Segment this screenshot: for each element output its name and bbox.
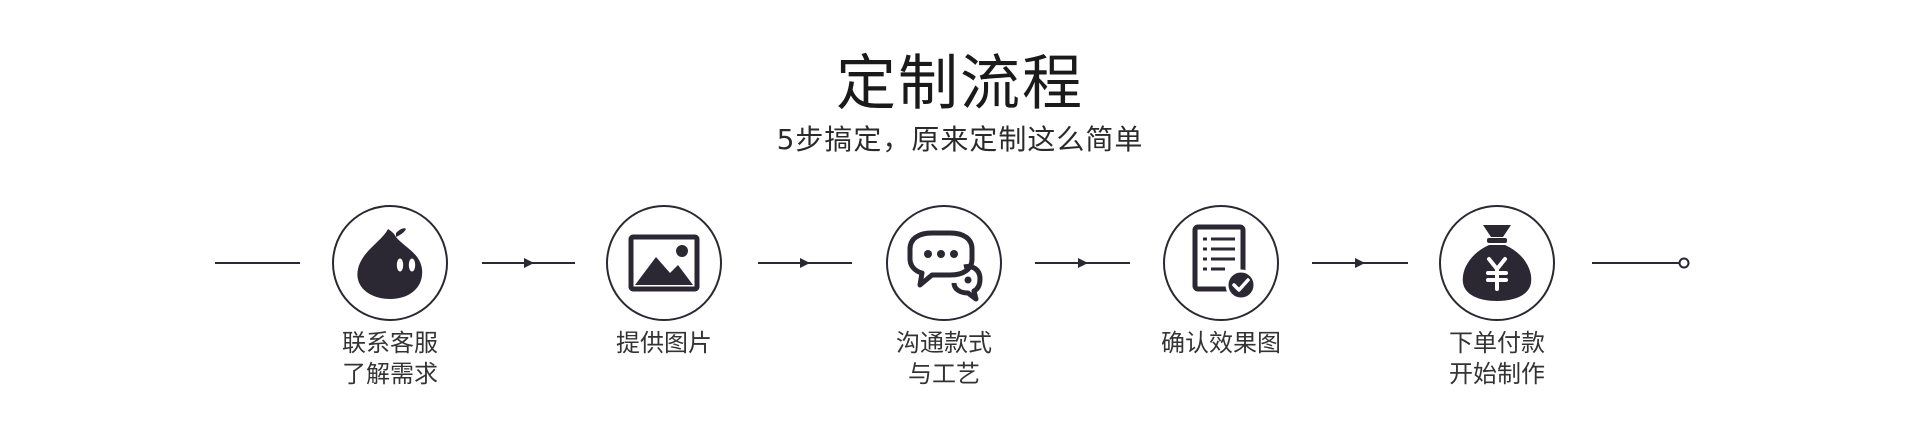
step-5-icon-circle (1439, 205, 1555, 321)
page-title: 定制流程 (836, 49, 1084, 119)
step-1-label-line1: 联系客服 (342, 329, 438, 357)
step-5-label: 下单付款 开始制作 (1397, 328, 1597, 390)
step-4-label-line1: 确认效果图 (1161, 329, 1281, 357)
connector-arrow-4 (1312, 258, 1408, 268)
step-2-label: 提供图片 (564, 328, 764, 359)
connector-arrow-3 (1035, 258, 1130, 268)
conversation-icon (907, 230, 983, 302)
step-3-icon-circle (886, 205, 1002, 321)
document-check-icon (1192, 224, 1257, 301)
step-4-icon-circle (1163, 205, 1279, 321)
step-3-label-line1: 沟通款式 (896, 329, 992, 357)
step-4-label: 确认效果图 (1121, 328, 1321, 359)
chat-bubble-face-icon (357, 228, 423, 299)
money-bag-icon (1462, 225, 1532, 301)
page-subtitle: 5步搞定，原来定制这么简单 (776, 123, 1144, 156)
step-2-icon-circle (606, 205, 722, 321)
step-5-label-line1: 下单付款 (1449, 329, 1545, 357)
step-5-label-line2: 开始制作 (1449, 360, 1545, 388)
connector-arrow-1 (482, 258, 575, 268)
step-1-label: 联系客服 了解需求 (290, 328, 490, 390)
step-2-label-line1: 提供图片 (616, 329, 712, 357)
connector-end (1592, 257, 1690, 269)
step-1-label-line2: 了解需求 (342, 360, 438, 388)
step-1-icon-circle (332, 205, 448, 321)
step-3-label-line2: 与工艺 (908, 360, 980, 388)
step-3-label: 沟通款式 与工艺 (844, 328, 1044, 390)
connector-arrow-2 (758, 258, 852, 268)
image-icon (628, 234, 700, 292)
